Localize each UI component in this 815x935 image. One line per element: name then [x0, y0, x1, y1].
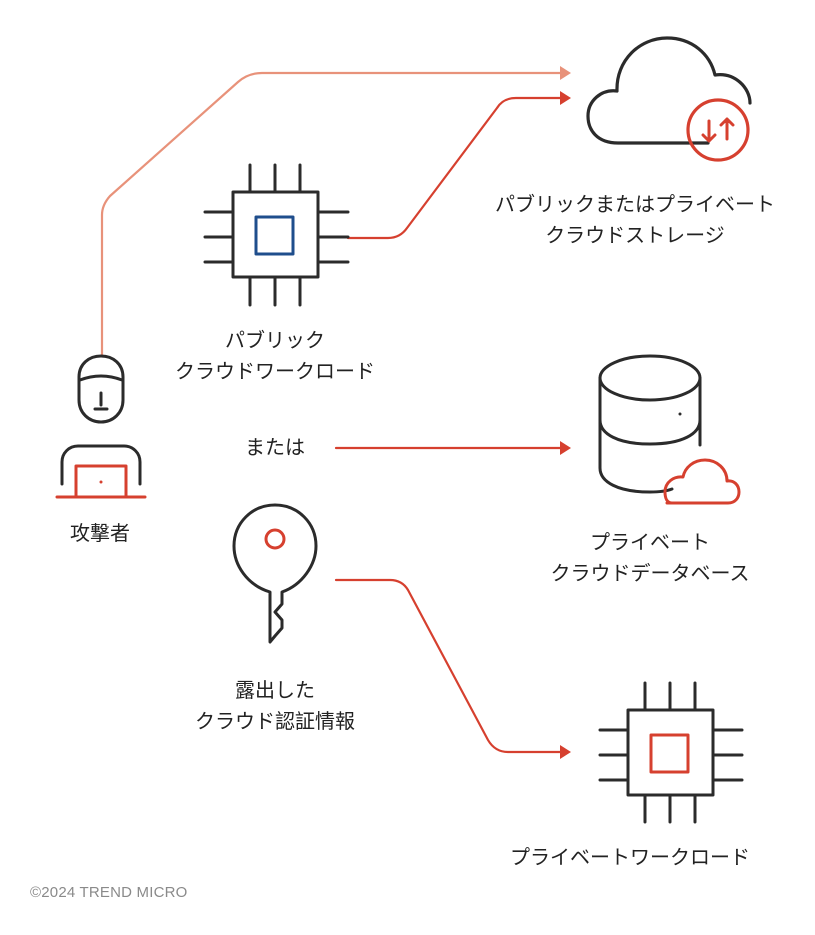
key-icon [232, 503, 318, 644]
database-label-line1: プライベート [590, 530, 710, 554]
connector-attacker-to-storage [100, 71, 564, 357]
arrowhead-or-to-database [560, 441, 571, 455]
or-label: または [245, 435, 305, 459]
public-workload-label-line1: パブリック [225, 328, 325, 352]
database-label-line2: クラウドデータベース [550, 561, 750, 585]
cloud-sync-icon [586, 36, 752, 162]
storage-label-line1: パブリックまたはプライベート [495, 192, 775, 216]
hacker-laptop-icon [55, 354, 147, 499]
cpu-chip-icon-private [598, 681, 744, 824]
credentials-label-line2: クラウド認証情報 [195, 709, 355, 733]
arrowhead-workload-to-storage [560, 91, 571, 105]
arrowhead-attacker-to-storage [560, 66, 571, 80]
database-label: プライベート クラウドデータベース [530, 527, 770, 589]
public-workload-label-line2: クラウドワークロード [175, 359, 375, 383]
attacker-label: 攻撃者 [70, 521, 130, 545]
cpu-chip-icon [203, 163, 350, 307]
connector-workload-to-storage [346, 96, 564, 240]
storage-label-line2: クラウドストレージ [545, 223, 725, 247]
copyright-footer: ©2024 TREND MICRO [30, 884, 188, 901]
cloud-database-icon [598, 354, 741, 505]
private-workload-label: プライベートワークロード [510, 845, 750, 869]
arrowhead-credentials-to-workload [560, 745, 571, 759]
public-workload-label: パブリック クラウドワークロード [150, 325, 400, 387]
credentials-label-line1: 露出した [235, 678, 315, 702]
connector-credentials-to-workload [334, 578, 564, 754]
storage-label: パブリックまたはプライベート クラウドストレージ [475, 189, 795, 251]
credentials-label: 露出した クラウド認証情報 [160, 675, 390, 737]
